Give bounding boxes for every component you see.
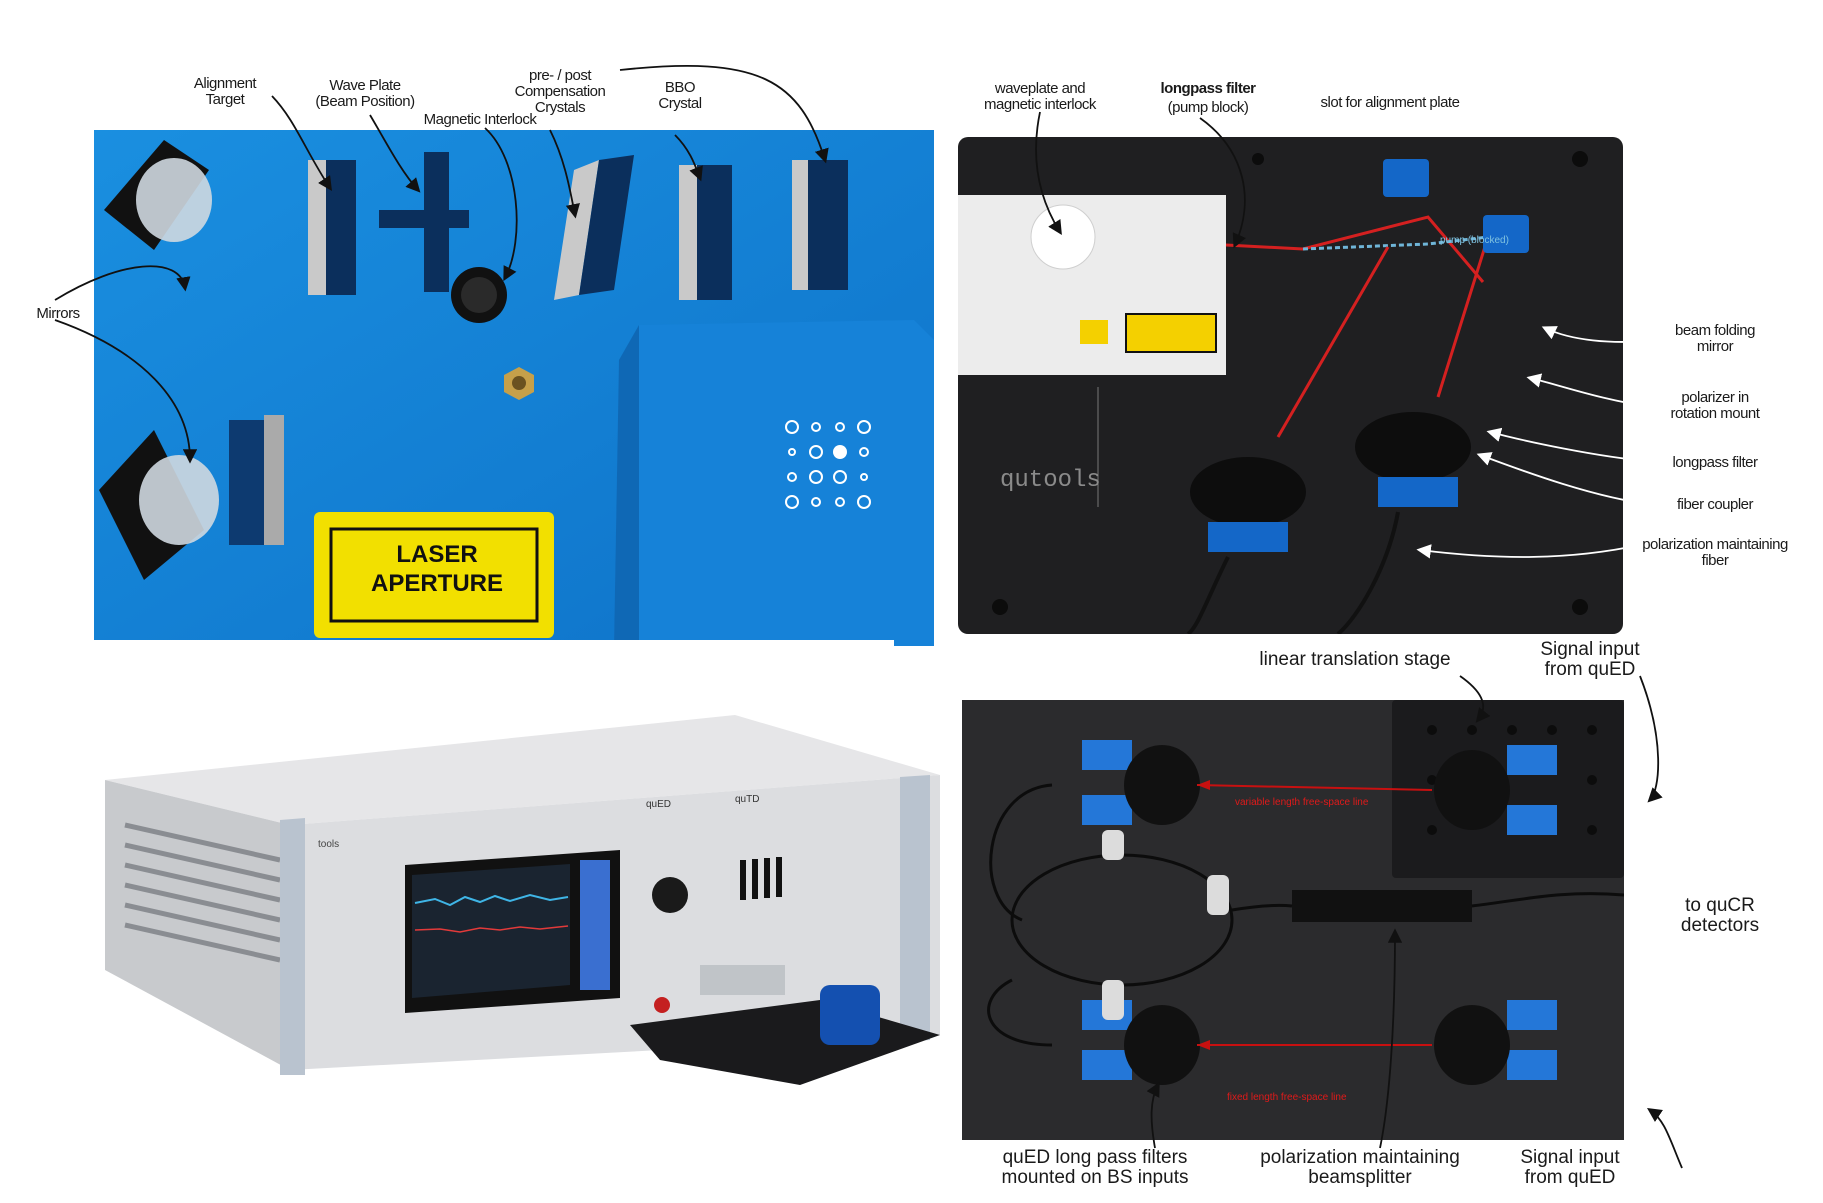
mirror-bottom [99,415,284,580]
pump-text: pump (blocked) [1440,235,1509,246]
label-pm-beamsplitter: polarization maintaining beamsplitter [1260,1147,1460,1188]
bbo-crystal [694,165,732,300]
label-long-pass-filters: quED long pass filters mounted on BS inp… [1001,1147,1189,1188]
label-signal-input-bottom: Signal input from quED [1520,1147,1620,1188]
label-polarizer: polarizer in rotation mount [1670,389,1760,422]
variable-line-text: variable length free-space line [1235,797,1369,808]
label-beam-folding: beam folding mirror [1675,322,1755,355]
label-mirrors: Mirrors [36,305,80,322]
laser-aperture-text: LASER APERTURE [370,541,503,597]
unit-label-qued: quED [646,799,672,810]
folding-mirror [1383,159,1529,253]
label-to-qucr: to quCR detectors [1680,895,1760,936]
label-linear-stage: linear translation stage [1259,649,1451,670]
label-alignment-target: Alignment Target [193,75,257,108]
label-magnetic-interlock: Magnetic Interlock [423,111,537,128]
fixed-line-text: fixed length free-space line [1227,1092,1347,1103]
detector-box [614,320,934,646]
label-bbo-crystal: BBO Crystal [658,79,702,112]
polarizer-mount [1190,412,1471,552]
label-fiber-coupler: fiber coupler [1676,496,1754,513]
unit-label-qutd: quTD [735,794,760,805]
label-pm-fiber: polarization maintaining fiber [1642,536,1788,569]
mirror-top [104,140,212,250]
pm-beamsplitter [1292,890,1472,922]
panel-c-photo [105,715,940,1085]
panel-b-photo [958,137,1623,634]
label-longpass-sub: (pump block) [1167,99,1249,116]
label-compensation-crystals: pre- / post Compensation Crystals [514,67,606,116]
label-longpass-filter: longpass filter [1672,454,1758,471]
label-longpass-title: longpass filter [1160,80,1256,97]
laser-aperture-sign [314,512,554,638]
label-signal-input-top: Signal input from quED [1540,639,1640,680]
brand-panel-c: tools [318,839,340,850]
label-waveplate-interlock: waveplate and magnetic interlock [984,80,1096,113]
compensation-crystal [554,160,599,300]
label-slot-alignment: slot for alignment plate [1320,94,1460,111]
panel-d-photo [962,700,1624,1140]
brand-panel-b: qutools [1000,467,1101,494]
instrument-knob [652,877,688,913]
alignment-target [308,160,330,295]
label-wave-plate: Wave Plate (Beam Position) [315,77,415,110]
